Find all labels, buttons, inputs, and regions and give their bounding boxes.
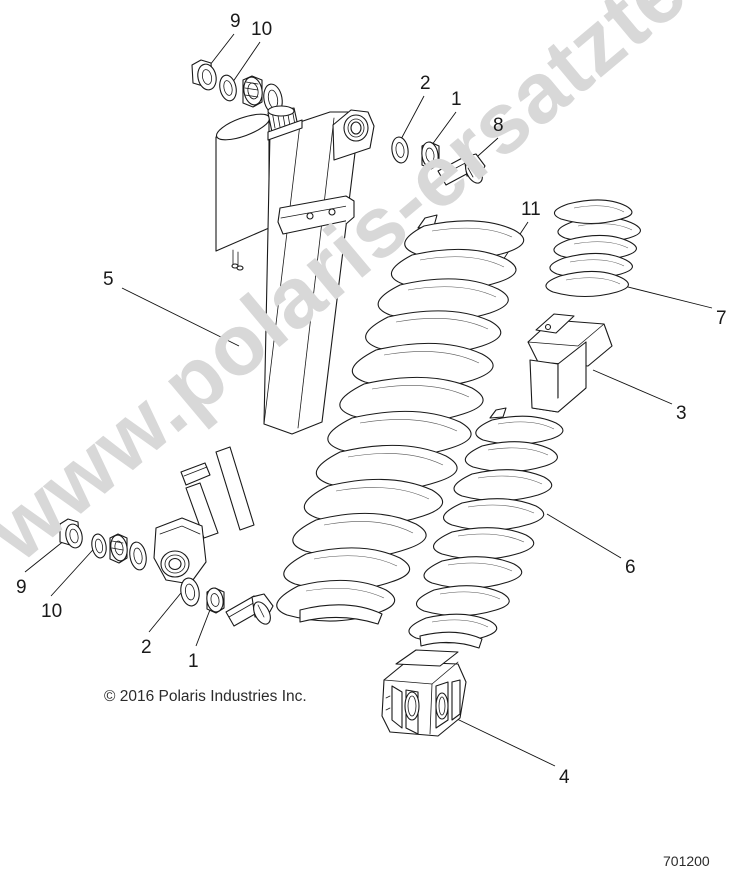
mounting-bolt-bottom bbox=[225, 593, 274, 627]
callout-10-bottom: 10 bbox=[41, 601, 63, 622]
secondary-coil-spring bbox=[408, 407, 564, 649]
shock-shaft bbox=[180, 446, 255, 539]
main-coil-spring bbox=[276, 214, 525, 625]
spring-retainer-cup bbox=[527, 313, 613, 413]
shock-lower-eyelet bbox=[153, 517, 207, 585]
preload-collar bbox=[277, 195, 355, 235]
tender-spring-coils bbox=[545, 199, 641, 297]
callout-1-bottom: 1 bbox=[188, 651, 199, 672]
callout-2-bottom: 2 bbox=[141, 637, 152, 658]
top-mount-hardware bbox=[191, 59, 283, 115]
lock-nut-bottom bbox=[59, 518, 83, 549]
shock-upper-eyelet bbox=[332, 109, 375, 161]
washer-top bbox=[219, 74, 237, 102]
callout-1-top: 1 bbox=[451, 89, 462, 110]
copyright-notice: © 2016 Polaris Industries Inc. bbox=[104, 688, 307, 705]
washer-upper bbox=[391, 136, 409, 164]
bushing-upper bbox=[421, 141, 440, 170]
callout-9-top: 9 bbox=[230, 11, 241, 32]
callout-7: 7 bbox=[716, 308, 727, 329]
callout-3: 3 bbox=[676, 403, 687, 424]
callout-4: 4 bbox=[559, 767, 570, 788]
washer-bottom-mid bbox=[180, 577, 200, 607]
callout-6: 6 bbox=[625, 557, 636, 578]
bushing-bottom-left bbox=[109, 533, 128, 564]
callout-8: 8 bbox=[493, 115, 504, 136]
tender-coil-spring bbox=[545, 199, 641, 297]
bushing-bottom-mid bbox=[206, 587, 225, 614]
lower-spring-seat bbox=[381, 649, 467, 737]
lock-nut-top bbox=[191, 59, 217, 91]
shock-body bbox=[263, 111, 361, 435]
callout-10-top: 10 bbox=[251, 19, 273, 40]
callout-2-top: 2 bbox=[420, 73, 431, 94]
upper-right-hardware bbox=[391, 136, 486, 186]
shock-reservoir bbox=[215, 113, 271, 271]
mounting-bolt bbox=[437, 153, 486, 186]
shock-absorber bbox=[153, 105, 375, 585]
diagram-part-number: 701200 bbox=[663, 853, 710, 869]
callout-5: 5 bbox=[103, 269, 114, 290]
lower-mid-hardware bbox=[180, 577, 274, 627]
bushing-top bbox=[242, 75, 263, 108]
callout-11: 11 bbox=[521, 199, 541, 220]
callout-9-bottom: 9 bbox=[16, 577, 27, 598]
washer-bottom-left bbox=[91, 533, 107, 559]
secondary-spring-coils bbox=[408, 415, 564, 644]
washer-bottom-left-2 bbox=[129, 541, 147, 571]
lower-left-hardware bbox=[59, 518, 147, 571]
